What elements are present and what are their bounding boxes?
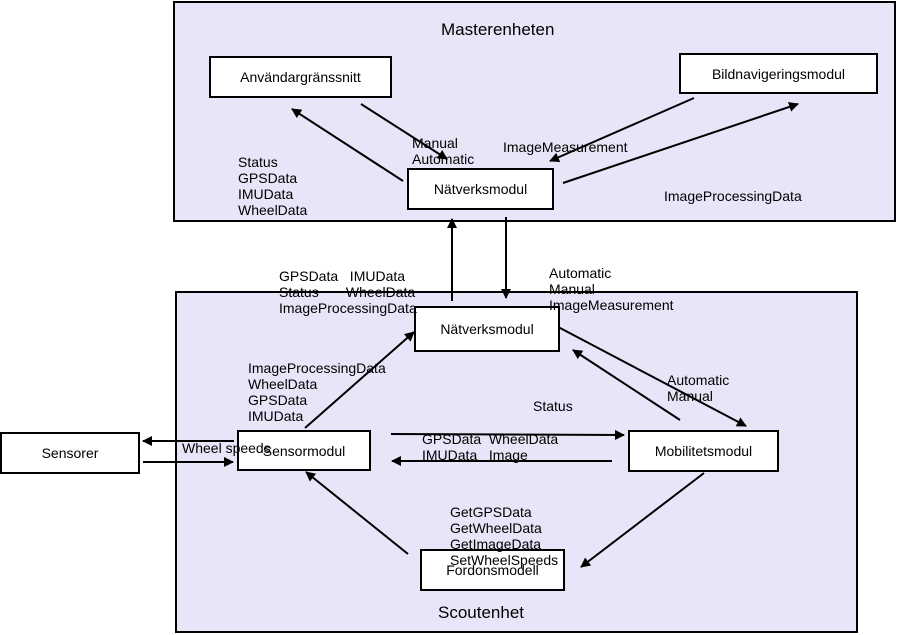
scout-unit-title: Scoutenhet: [438, 603, 525, 622]
label-bild-to-nat: ImageMeasurement: [503, 139, 628, 155]
mobilitetsmodul-box: Mobilitetsmodul: [628, 430, 779, 472]
sensormodul-box: Sensormodul: [237, 430, 371, 471]
master-unit-title: Masterenheten: [441, 20, 555, 39]
natverksmodul-master-box: Nätverksmodul: [407, 168, 554, 210]
label-mob-to-nat: Status: [533, 398, 573, 414]
fordonsmodell-box: Fordonsmodell: [420, 549, 565, 591]
natverksmodul-scout-box: Nätverksmodul: [414, 306, 560, 352]
label-sensor-to-sensorer: Wheel speeds: [182, 440, 271, 456]
label-nat-to-bild: ImageProcessingData: [664, 188, 802, 204]
sensorer-box: Sensorer: [0, 432, 140, 474]
bildnavigeringsmodul-box: Bildnavigeringsmodul: [679, 53, 878, 94]
anvandargranssnitt-box: Användargränssnitt: [209, 56, 392, 98]
